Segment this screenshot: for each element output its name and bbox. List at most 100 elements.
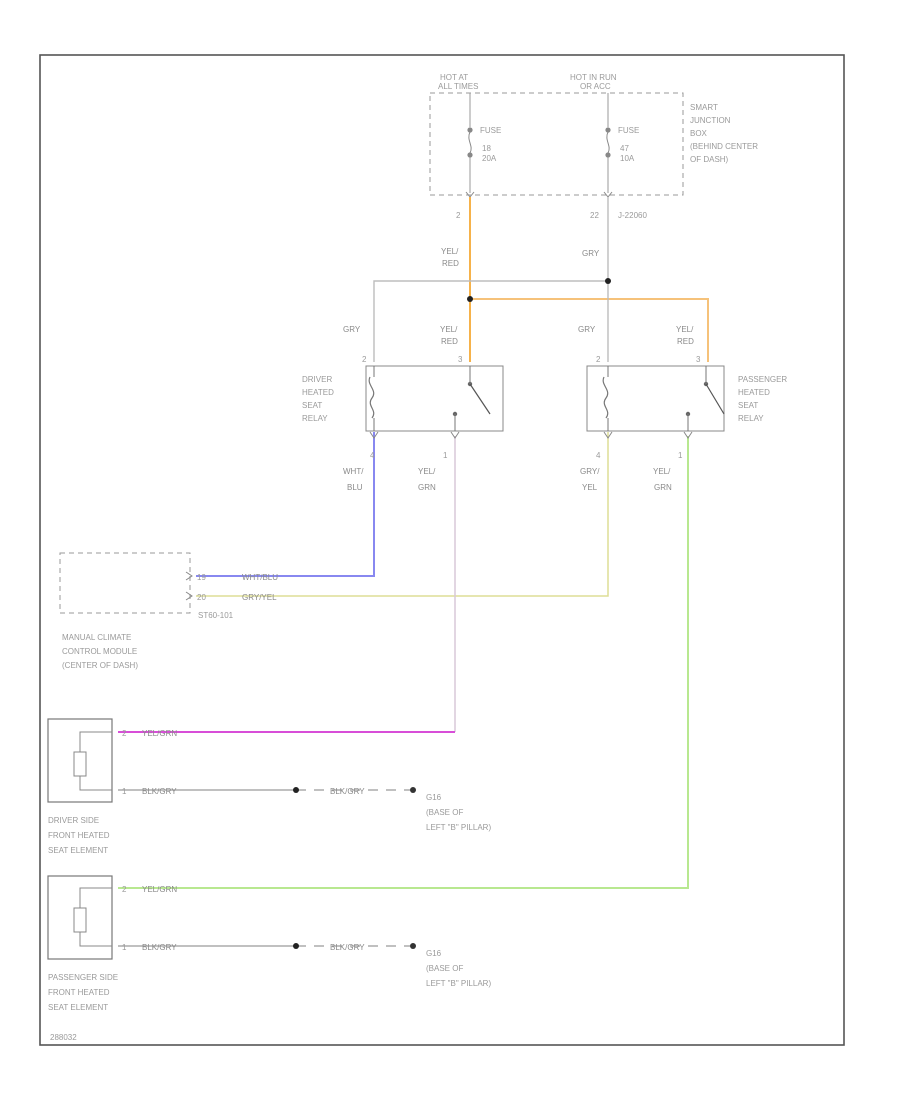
diagram-code: 288032	[50, 1033, 77, 1042]
passenger-relay-pin-bl: 4	[596, 451, 601, 460]
label-yel-grn-driver-1: YEL/	[418, 467, 436, 476]
hot-label-right-2: OR ACC	[580, 82, 611, 91]
fuse-left-bottom	[467, 152, 473, 158]
climate-module-name-2: CONTROL MODULE	[62, 647, 137, 656]
label-yel-grn-pass-2: GRN	[654, 483, 672, 492]
fuse-left-symbol	[468, 131, 472, 154]
driver-relay-name-4: RELAY	[302, 414, 328, 423]
wire-gry-driver	[373, 280, 608, 362]
climate-connector-id: ST60-101	[198, 611, 234, 620]
driver-relay-pin-bl: 4	[370, 451, 375, 460]
wire-yel-grn-passenger	[118, 436, 689, 889]
driver-relay-name-1: DRIVER	[302, 375, 332, 384]
ground1-line-3: LEFT "B" PILLAR)	[426, 823, 491, 832]
passenger-heated-seat-relay: 2 3 PASSENGER HEATED SEAT RELAY 4 1 GRY/…	[580, 355, 787, 492]
label-yel-red-pass-1: YEL/	[676, 325, 694, 334]
junction-pin-right: 22	[590, 211, 599, 220]
passenger-relay-pin-tl: 2	[596, 355, 601, 364]
driver-seat-pin1: 2	[122, 729, 127, 738]
driver-seat-element: 2 1 YEL/GRN BLK/GRY DRIVER SIDE FRONT HE…	[47, 718, 177, 855]
label-blk-gry-passenger: BLK/GRY	[142, 943, 177, 952]
ground2-line-3: LEFT "B" PILLAR)	[426, 979, 491, 988]
passenger-relay-coil	[602, 376, 609, 419]
passenger-relay-name-2: HEATED	[738, 388, 770, 397]
label-yel-grn-inline-passenger: YEL/GRN	[142, 885, 177, 894]
driver-seat-box	[47, 718, 113, 803]
label-wht-blu-inline: WHT/BLU	[242, 573, 278, 582]
driver-relay-coil	[368, 376, 375, 419]
fuse-left-top	[467, 127, 473, 133]
driver-relay-name-2: HEATED	[302, 388, 334, 397]
climate-module-name-3: (CENTER OF DASH)	[62, 661, 138, 670]
passenger-relay-terminal-br	[683, 431, 693, 439]
ground2-line-1: G16	[426, 949, 442, 958]
passenger-seat-name-3: SEAT ELEMENT	[48, 1003, 108, 1012]
splice-yel-red	[467, 296, 473, 302]
hot-label-left-2: ALL TIMES	[438, 82, 478, 91]
label-gry-driver: GRY	[343, 325, 361, 334]
label-gnd-blk-gry-1: BLK/GRY	[330, 787, 365, 796]
driver-seat-heater-return	[79, 776, 112, 791]
passenger-relay-name-3: SEAT	[738, 401, 758, 410]
passenger-relay-pin-tr: 3	[696, 355, 701, 364]
label-blk-gry-driver: BLK/GRY	[142, 787, 177, 796]
junction-box-name-1: SMART	[690, 103, 718, 112]
ground-g16-passenger: BLK/GRY G16 (BASE OF LEFT "B" PILLAR)	[330, 943, 491, 988]
splice-ground-passenger	[293, 943, 299, 949]
passenger-relay-pin-br: 1	[678, 451, 683, 460]
passenger-seat-element: 2 1 YEL/GRN BLK/GRY PASSENGER SIDE FRONT…	[47, 875, 177, 1012]
driver-heated-seat-relay: 2 3 DRIVER HEATED SEAT RELAY 4 1 WHT/ BL…	[302, 355, 504, 492]
smart-junction-box: HOT AT ALL TIMES HOT IN RUN OR ACC FUSE …	[429, 73, 758, 220]
wires	[118, 197, 709, 947]
passenger-seat-heater-return	[79, 932, 112, 947]
passenger-seat-heater-lead	[79, 887, 112, 908]
junction-box-outline	[429, 92, 684, 196]
label-yel-grn-driver-2: GRN	[418, 483, 436, 492]
passenger-seat-pin2: 1	[122, 943, 127, 952]
label-gry-yel-inline: GRY/YEL	[242, 593, 277, 602]
splice-ground-driver	[293, 787, 299, 793]
driver-relay-name-3: SEAT	[302, 401, 322, 410]
driver-seat-name-1: DRIVER SIDE	[48, 816, 99, 825]
driver-relay-switch-arm	[469, 383, 491, 415]
ground1-line-2: (BASE OF	[426, 808, 463, 817]
hot-label-right-1: HOT IN RUN	[570, 73, 617, 82]
driver-relay-pin-tr: 3	[458, 355, 463, 364]
junction-box-name-3: BOX	[690, 129, 708, 138]
driver-relay-terminal-bl	[369, 431, 379, 439]
passenger-relay-terminal-bl	[603, 431, 613, 439]
driver-seat-heater-symbol	[73, 751, 87, 777]
climate-module-outline	[59, 552, 191, 614]
passenger-relay-box	[586, 365, 725, 432]
label-yel-grn-inline-driver: YEL/GRN	[142, 729, 177, 738]
label-wht-blu-2: BLU	[347, 483, 363, 492]
ground1-line-1: G16	[426, 793, 442, 802]
label-gry-top: GRY	[582, 249, 600, 258]
junction-box-name-5: OF DASH)	[690, 155, 729, 164]
fuse-left-label-2: 18	[482, 144, 491, 153]
passenger-seat-heater-symbol	[73, 907, 87, 933]
fuse-left-label-3: 20A	[482, 154, 497, 163]
ground-g16-driver: BLK/GRY G16 (BASE OF LEFT "B" PILLAR)	[330, 787, 491, 832]
label-yel-red-driver-1: YEL/	[440, 325, 458, 334]
hot-label-left-1: HOT AT	[440, 73, 468, 82]
wire-wht-blu	[196, 432, 375, 577]
ground2-line-2: (BASE OF	[426, 964, 463, 973]
label-yel-red-top-1: YEL/	[441, 247, 459, 256]
passenger-relay-switch-arm	[705, 383, 725, 415]
junction-connector-id: J-22060	[618, 211, 647, 220]
fuse-right-bottom	[605, 152, 611, 158]
fuse-left-label-1: FUSE	[480, 126, 501, 135]
climate-pin1-terminal	[185, 571, 193, 581]
junction-box-name-4: (BEHIND CENTER	[690, 142, 758, 151]
passenger-seat-name-1: PASSENGER SIDE	[48, 973, 118, 982]
label-yel-red-top-2: RED	[442, 259, 459, 268]
passenger-seat-name-2: FRONT HEATED	[48, 988, 110, 997]
driver-relay-pin-br: 1	[443, 451, 448, 460]
climate-pin2: 20	[197, 593, 206, 602]
climate-pin1: 19	[197, 573, 206, 582]
label-gnd-blk-gry-2: BLK/GRY	[330, 943, 365, 952]
fuse-right-top	[605, 127, 611, 133]
wire-gry-yel	[196, 432, 609, 597]
